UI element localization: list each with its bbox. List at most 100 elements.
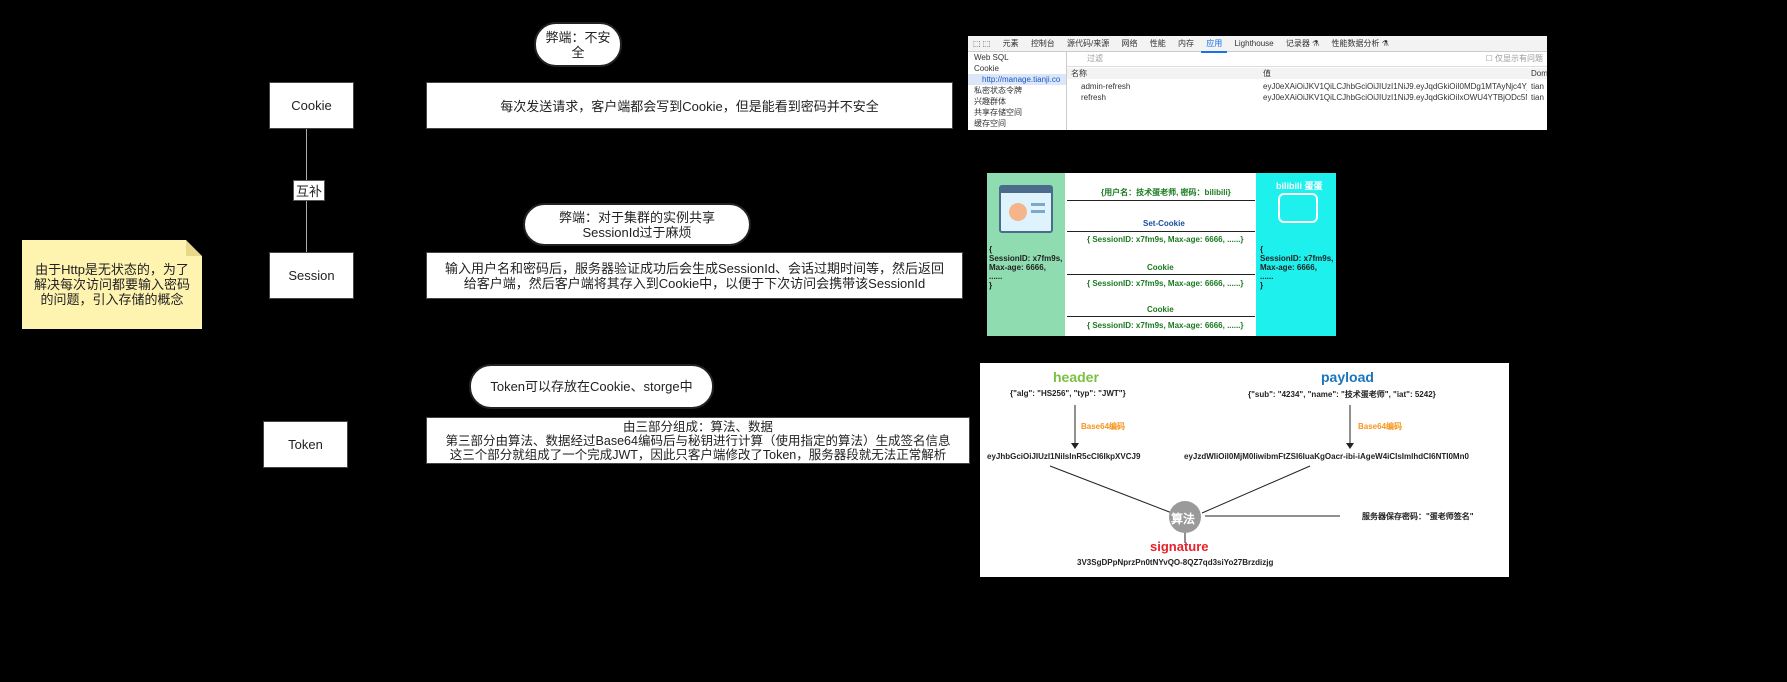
- bilibili-logo: bilibili 蛋蛋: [1276, 181, 1323, 191]
- devtools-tab: 性能数据分析 ⚗: [1331, 39, 1389, 48]
- browser-icon: [999, 185, 1053, 233]
- set-cookie-payload: { SessionID: x7fm9s, Max-age: 6666, ....…: [1087, 235, 1244, 244]
- cookie-label-2: Cookie: [1147, 305, 1174, 314]
- sidebar-item-private-token: 私密状态令牌: [974, 86, 1022, 95]
- intro-note-text: 由于Http是无状态的，为了解决每次访问都要输入密码的问题，引入存储的概念: [33, 262, 190, 307]
- server-store-line: SessionID: x7fm9s,: [1260, 254, 1334, 263]
- only-issues-checkbox: ☐ 仅显示有问题: [1485, 54, 1543, 63]
- server-store-line: ......: [1260, 272, 1274, 281]
- devtools-tab: 源代码/来源: [1067, 39, 1110, 48]
- cookie-flaw: 弊端：不安全: [534, 22, 622, 67]
- client-store-line: SessionID: x7fm9s,: [989, 254, 1063, 263]
- intro-note: 由于Http是无状态的，为了解决每次访问都要输入密码的问题，引入存储的概念: [22, 240, 202, 329]
- devtools-main: 过滤 ☐ 仅显示有问题 名称 值 Dom admin-refresh eyJ0e…: [1067, 52, 1547, 130]
- filter-input: 过滤 ☐ 仅显示有问题: [1067, 52, 1547, 67]
- jwt-header-title: header: [1053, 369, 1099, 385]
- session-desc: 输入用户名和密码后，服务器验证成功后会生成SessionId、会话过期时间等，然…: [426, 252, 963, 299]
- devtools-tab: Lighthouse: [1234, 39, 1274, 48]
- tv-icon: [1278, 193, 1318, 223]
- cookie-value: eyJ0eXAiOiJKV1QiLCJhbGciOiJIUzI1NiJ9.eyJ…: [1263, 93, 1527, 102]
- col-name: 名称: [1071, 69, 1087, 78]
- jwt-payload-encoded: eyJzdWIiOiI0MjM0IiwibmFtZSI6IuaKgOacr-ib…: [1184, 452, 1469, 461]
- token-desc-line2: 第三部分由算法、数据经过Base64编码后与秘钥进行计算（使用指定的算法）生成签…: [445, 433, 951, 448]
- cookie-node: Cookie: [269, 82, 354, 129]
- table-row: admin-refresh eyJ0eXAiOiJKV1QiLCJhbGciOi…: [1067, 81, 1547, 92]
- cookie-label-1: Cookie: [1147, 263, 1174, 272]
- cookie-value: eyJ0eXAiOiJKV1QiLCJhbGciOiJIUzI1NiJ9.eyJ…: [1263, 82, 1527, 91]
- jwt-lines: [1049, 405, 1354, 543]
- request-arrow: [1067, 200, 1255, 201]
- algorithm-label: 算法: [1171, 512, 1196, 526]
- sidebar-item-cache: 缓存空间: [974, 119, 1006, 128]
- session-desc-text: 输入用户名和密码后，服务器验证成功后会生成SessionId、会话过期时间等，然…: [444, 260, 945, 291]
- token-label: Token: [288, 437, 323, 452]
- sidebar-item-websql: Web SQL: [974, 53, 1009, 62]
- cookie-name: admin-refresh: [1081, 82, 1131, 91]
- algorithm-circle: [1169, 501, 1201, 533]
- client-store-line: Max-age: 6666,: [989, 263, 1046, 272]
- cookie-payload-1: { SessionID: x7fm9s, Max-age: 6666, ....…: [1087, 279, 1244, 288]
- token-desc: 由三部分组成：算法、数据 第三部分由算法、数据经过Base64编码后与秘钥进行计…: [426, 417, 970, 464]
- session-node: Session: [269, 252, 354, 299]
- complement-label: 互补: [293, 180, 326, 201]
- devtools-tab-active: 应用: [1201, 36, 1228, 53]
- client-store-line: {: [989, 245, 993, 254]
- devtools-tab: 网络: [1121, 39, 1138, 48]
- token-node: Token: [263, 421, 348, 468]
- sidebar-item-shared-storage: 共享存储空间: [974, 108, 1022, 117]
- server-store: { SessionID: x7fm9s, Max-age: 6666, ....…: [1260, 245, 1333, 290]
- base64-label-header: Base64编码: [1081, 422, 1126, 431]
- client-panel: { SessionID: x7fm9s, Max-age: 6666, ....…: [987, 173, 1065, 336]
- token-storage-text: Token可以存放在Cookie、storge中: [490, 379, 693, 394]
- col-value: 值: [1263, 69, 1271, 78]
- devtools-tab: 元素: [1002, 39, 1019, 48]
- cookie-name: refresh: [1081, 93, 1106, 102]
- devtools-screenshot: ⬚ ⬚ 元素 控制台 源代码/来源 网络 性能 内存 应用 Lighthouse…: [968, 36, 1547, 130]
- sidebar-item-interest-groups: 兴趣群体: [974, 97, 1006, 106]
- sidebar-item-cookie: Cookie: [974, 64, 999, 73]
- server-store-line: {: [1260, 245, 1264, 254]
- server-store-line: }: [1260, 281, 1264, 290]
- devtools-tab-icon: ⬚ ⬚: [973, 39, 991, 48]
- client-store-line: }: [989, 281, 993, 290]
- cookie-domain: tian: [1531, 82, 1544, 91]
- cookie-desc-text: 每次发送请求，客户端都会写到Cookie，但是能看到密码并不安全: [500, 99, 879, 114]
- base64-label-payload: Base64编码: [1358, 422, 1403, 431]
- jwt-illustration: header {"alg": "HS256", "typ": "JWT"} pa…: [980, 363, 1509, 577]
- sidebar-item-cookie-origin: http://manage.tianji.co: [968, 74, 1066, 85]
- jwt-payload-json: {"sub": "4234", "name": "技术蛋老师", "iat": …: [1248, 390, 1436, 399]
- only-issues-label: 仅显示有问题: [1495, 54, 1543, 63]
- table-header: 名称 值 Dom: [1067, 68, 1547, 79]
- session-label: Session: [288, 268, 335, 283]
- devtools-tab: 性能: [1149, 39, 1166, 48]
- token-desc-line1: 由三部分组成：算法、数据: [622, 419, 773, 434]
- session-flow-illustration: { SessionID: x7fm9s, Max-age: 6666, ....…: [987, 173, 1336, 336]
- request-label: {用户名：技术蛋老师, 密码：bilibili}: [1101, 188, 1231, 197]
- cookie-desc: 每次发送请求，客户端都会写到Cookie，但是能看到密码并不安全: [426, 82, 953, 129]
- jwt-payload-title: payload: [1321, 369, 1374, 385]
- token-desc-line3: 这三个部分就组成了一个完成JWT，因此只客户端修改了Token，服务器段就无法正…: [449, 447, 947, 462]
- response-arrow: [1067, 231, 1255, 232]
- table-row: refresh eyJ0eXAiOiJKV1QiLCJhbGciOiJIUzI1…: [1067, 92, 1547, 103]
- filter-placeholder: 过滤: [1087, 54, 1103, 63]
- devtools-tab: 控制台: [1030, 39, 1055, 48]
- cookie-arrow-1: [1067, 274, 1255, 275]
- jwt-header-json: {"alg": "HS256", "typ": "JWT"}: [1010, 389, 1126, 398]
- set-cookie-label: Set-Cookie: [1143, 219, 1185, 228]
- session-flaw-text: 弊端：对于集群的实例共享SessionId过于麻烦: [558, 209, 715, 240]
- devtools-tabs: ⬚ ⬚ 元素 控制台 源代码/来源 网络 性能 内存 应用 Lighthouse…: [968, 36, 1547, 53]
- signature-value: 3V3SgDPpNprzPn0tNYvQO-8QZ7qd3siYo27Brzdi…: [1077, 558, 1274, 567]
- token-storage: Token可以存放在Cookie、storge中: [469, 364, 714, 409]
- cookie-payload-2: { SessionID: x7fm9s, Max-age: 6666, ....…: [1087, 321, 1244, 330]
- devtools-tab: 记录器 ⚗: [1285, 39, 1320, 48]
- devtools-sidebar: Web SQL Cookie http://manage.tianji.co 私…: [968, 52, 1067, 130]
- client-store-line: ......: [989, 272, 1003, 281]
- cookie-domain: tian: [1531, 93, 1544, 102]
- jwt-header-encoded: eyJhbGciOiJIUzI1NiIsInR5cCI6IkpXVCJ9: [987, 452, 1141, 461]
- client-store: { SessionID: x7fm9s, Max-age: 6666, ....…: [989, 245, 1062, 290]
- session-flaw: 弊端：对于集群的实例共享SessionId过于麻烦: [523, 203, 751, 246]
- server-store-line: Max-age: 6666,: [1260, 263, 1317, 272]
- col-domain: Dom: [1531, 69, 1547, 78]
- cookie-label: Cookie: [291, 98, 332, 113]
- signature-title: signature: [1150, 539, 1209, 554]
